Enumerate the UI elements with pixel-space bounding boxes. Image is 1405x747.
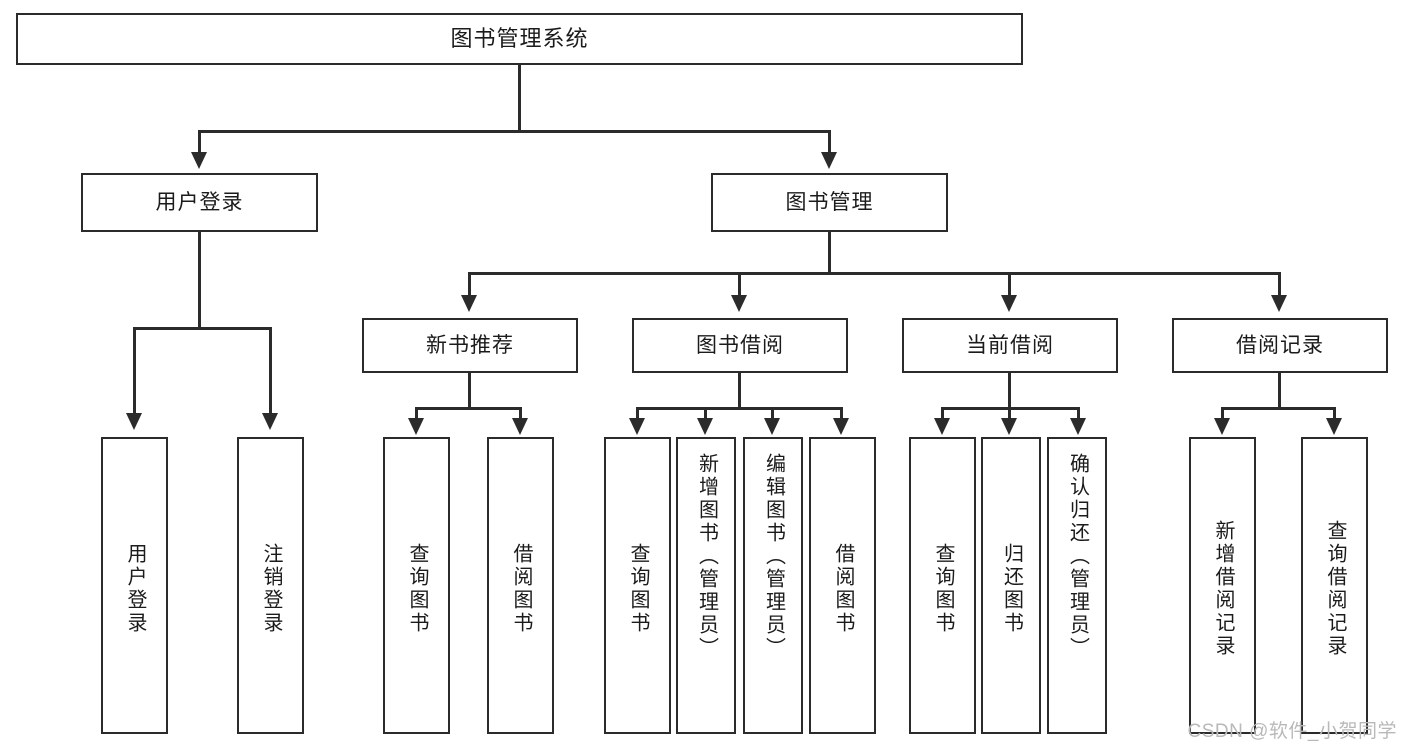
node-label: 借阅图书: [832, 542, 854, 635]
connector-borrow-record-bar: [1222, 407, 1336, 410]
connector-new-book-recommend-stem: [468, 373, 471, 410]
node-book-borrow[interactable]: 图书借阅: [632, 318, 848, 373]
arrow-icon-cb-leaf-2: [1070, 418, 1086, 435]
node-label: 借阅记录: [1236, 333, 1324, 357]
connector-book-manage-stem: [828, 232, 831, 275]
leaf-current-borrow-1[interactable]: 归还图书: [981, 437, 1041, 734]
connector-root-bar: [198, 130, 830, 133]
connector-user-login-stem: [198, 232, 201, 330]
connector-current-borrow-stem: [1008, 373, 1011, 410]
node-label: 注销登录: [260, 542, 282, 635]
connector-root-to-user-login: [198, 130, 201, 154]
node-book-manage[interactable]: 图书管理: [711, 173, 948, 232]
arrow-icon-bb-leaf-0: [629, 418, 645, 435]
arrow-icon-br-leaf-0: [1214, 418, 1230, 435]
connector-root-stem: [518, 65, 521, 132]
arrow-icon-bb-leaf-2: [764, 418, 780, 435]
arrow-icon-book-manage-l3-0: [461, 295, 477, 312]
node-label: 查询图书: [627, 542, 649, 635]
connector-book-manage-to-l3-2: [1008, 272, 1011, 297]
arrow-icon-cb-leaf-0: [934, 418, 950, 435]
leaf-book-borrow-1[interactable]: 新增图书（管理员）: [676, 437, 736, 734]
connector-book-manage-bar: [468, 272, 1280, 275]
node-current-borrow[interactable]: 当前借阅: [902, 318, 1118, 373]
arrow-icon-book-manage-l3-1: [731, 295, 747, 312]
connector-borrow-record-stem: [1278, 373, 1281, 410]
node-label: 查询借阅记录: [1324, 519, 1346, 658]
node-new-book-recommend[interactable]: 新书推荐: [362, 318, 578, 373]
node-user-login[interactable]: 用户登录: [81, 173, 318, 232]
node-label: 确认归还（管理员）: [1066, 453, 1089, 660]
leaf-borrow-record-0[interactable]: 新增借阅记录: [1189, 437, 1256, 734]
node-label: 借阅图书: [510, 542, 532, 635]
node-label: 新增图书（管理员）: [695, 453, 718, 660]
connector-book-borrow-stem: [738, 373, 741, 410]
node-label: 图书借阅: [696, 333, 784, 357]
connector-user-login-to-leaf-1: [269, 327, 272, 415]
connector-bb-to-leaf-2: [771, 407, 774, 420]
leaf-user-login-1[interactable]: 注销登录: [237, 437, 304, 734]
arrow-icon-root-to-book-manage: [821, 152, 837, 169]
node-label: 新增借阅记录: [1212, 519, 1234, 658]
node-label: 用户登录: [124, 542, 146, 635]
leaf-current-borrow-2[interactable]: 确认归还（管理员）: [1047, 437, 1107, 734]
connector-cb-to-leaf-0: [941, 407, 944, 420]
leaf-new-book-recommend-1[interactable]: 借阅图书: [487, 437, 554, 734]
arrow-icon-root-to-user-login: [191, 152, 207, 169]
connector-book-manage-to-l3-3: [1278, 272, 1281, 297]
arrow-icon-cb-leaf-1: [1001, 418, 1017, 435]
node-label: 当前借阅: [966, 333, 1054, 357]
leaf-borrow-record-1[interactable]: 查询借阅记录: [1301, 437, 1368, 734]
connector-user-login-to-leaf-0: [133, 327, 136, 415]
node-label: 查询图书: [932, 542, 954, 635]
connector-cb-to-leaf-1: [1008, 407, 1011, 420]
connector-book-manage-to-l3-0: [468, 272, 471, 297]
connector-br-to-leaf-0: [1221, 407, 1224, 420]
leaf-new-book-recommend-0[interactable]: 查询图书: [383, 437, 450, 734]
arrow-icon-book-manage-l3-2: [1001, 295, 1017, 312]
arrow-icon-bb-leaf-3: [833, 418, 849, 435]
connector-new-book-recommend-bar: [416, 407, 522, 410]
leaf-book-borrow-0[interactable]: 查询图书: [604, 437, 671, 734]
leaf-user-login-0[interactable]: 用户登录: [101, 437, 168, 734]
node-label: 归还图书: [1000, 542, 1023, 635]
connector-nbr-to-leaf-0: [415, 407, 418, 420]
connector-current-borrow-bar: [942, 407, 1080, 410]
node-label: 图书管理系统: [450, 25, 589, 51]
node-borrow-record[interactable]: 借阅记录: [1172, 318, 1388, 373]
connector-br-to-leaf-1: [1333, 407, 1336, 420]
arrow-icon-user-login-leaf-1: [262, 413, 278, 430]
connector-bb-to-leaf-1: [704, 407, 707, 420]
connector-user-login-bar: [134, 327, 272, 330]
connector-nbr-to-leaf-1: [519, 407, 522, 420]
node-root-system[interactable]: 图书管理系统: [16, 13, 1023, 65]
arrow-icon-br-leaf-1: [1326, 418, 1342, 435]
connector-bb-to-leaf-3: [840, 407, 843, 420]
node-label: 编辑图书（管理员）: [762, 453, 785, 660]
node-label: 用户登录: [155, 190, 244, 214]
connector-root-to-book-manage: [828, 130, 831, 154]
node-label: 新书推荐: [426, 333, 514, 357]
node-label: 查询图书: [406, 542, 428, 635]
connector-cb-to-leaf-2: [1077, 407, 1080, 420]
leaf-book-borrow-2[interactable]: 编辑图书（管理员）: [743, 437, 803, 734]
node-label: 图书管理: [785, 190, 874, 214]
arrow-icon-nbr-leaf-1: [512, 418, 528, 435]
connector-bb-to-leaf-0: [636, 407, 639, 420]
leaf-book-borrow-3[interactable]: 借阅图书: [809, 437, 876, 734]
arrow-icon-nbr-leaf-0: [408, 418, 424, 435]
connector-book-manage-to-l3-1: [738, 272, 741, 297]
arrow-icon-bb-leaf-1: [697, 418, 713, 435]
arrow-icon-book-manage-l3-3: [1271, 295, 1287, 312]
connector-book-borrow-bar: [637, 407, 843, 410]
leaf-current-borrow-0[interactable]: 查询图书: [909, 437, 976, 734]
arrow-icon-user-login-leaf-0: [126, 413, 142, 430]
